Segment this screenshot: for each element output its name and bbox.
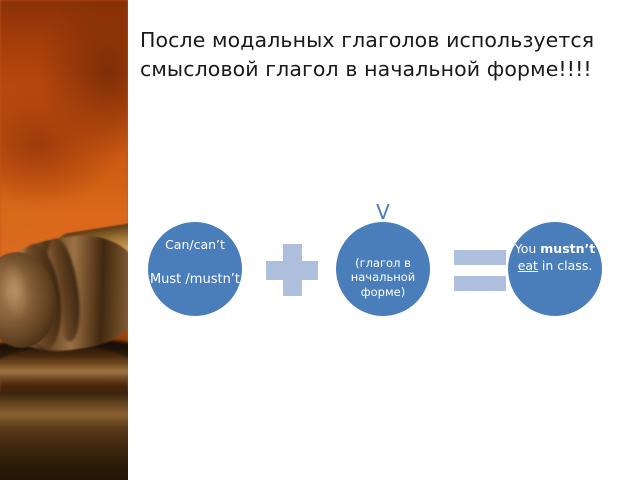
diagram-node-example: You mustn’t eat in class. xyxy=(508,222,602,316)
sound-block xyxy=(0,346,128,480)
node-verb-body: (глагол в начальной форме) xyxy=(350,256,416,299)
plus-operator-icon xyxy=(266,244,318,296)
example-part-5: in class. xyxy=(537,257,593,273)
node-modals-line-b: Must /mustn’t xyxy=(149,272,241,287)
node-verb-marker-outline: V xyxy=(376,200,390,224)
example-verb: eat xyxy=(517,257,538,273)
node-example-sentence: You mustn’t eat in class. xyxy=(508,241,602,274)
gavel-photo xyxy=(0,0,128,480)
plus-vertical-bar xyxy=(283,244,302,296)
example-modal: mustn’t xyxy=(540,241,596,256)
diagram-node-modals: Can/can’t Must /mustn’t xyxy=(148,222,242,316)
example-part-1: You xyxy=(514,241,541,256)
equals-bottom-bar xyxy=(454,276,506,291)
node-modals-line-a: Can/can’t xyxy=(165,237,225,252)
modal-verb-formula-diagram: Can/can’t Must /mustn’t (глагол в началь… xyxy=(128,200,640,340)
diagram-node-verb: (глагол в начальной форме) xyxy=(336,222,430,316)
equals-top-bar xyxy=(454,250,506,265)
slide-title: После модальных глаголов используется см… xyxy=(140,28,595,82)
equals-operator-icon xyxy=(454,250,506,292)
